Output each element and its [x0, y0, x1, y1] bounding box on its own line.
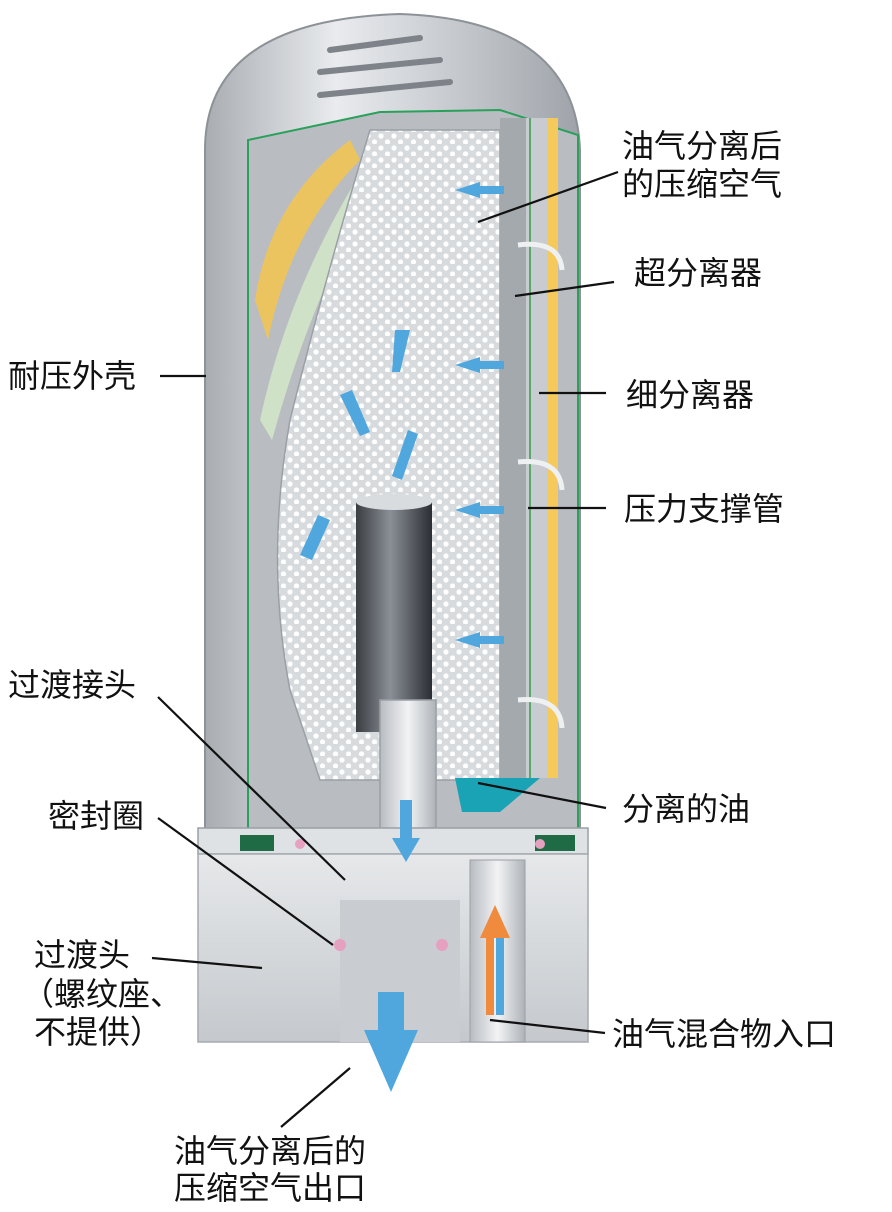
label-separated-oil: 分离的油: [622, 790, 750, 828]
fine-separator-layer: [526, 118, 548, 778]
pressure-support-tube-layer: [500, 118, 526, 778]
separated-oil-tray: [455, 778, 540, 812]
seal-ring-dot-right: [436, 939, 448, 951]
label-super-separator: 超分离器: [634, 254, 762, 292]
leader-lines: [151, 170, 619, 1128]
center-tube-rim: [356, 494, 432, 510]
flow-arrows: [300, 182, 504, 648]
label-pressure-support-tube: 压力支撑管: [624, 490, 784, 528]
fine-layer-yellow: [548, 118, 558, 778]
label-transition-head-2: （螺纹座、: [22, 975, 182, 1013]
label-separated-air-2: 的压缩空气: [622, 165, 782, 203]
seal-ring-dot-left: [334, 939, 346, 951]
flange-seals: [240, 835, 575, 851]
center-tube: [356, 502, 432, 732]
label-mixture-inlet: 油气混合物入口: [612, 1015, 836, 1053]
label-pressure-shell: 耐压外壳: [8, 357, 136, 395]
label-fine-separator: 细分离器: [626, 376, 754, 414]
label-outlet-1: 油气分离后的: [174, 1132, 366, 1170]
label-transition-joint: 过渡接头: [8, 666, 136, 704]
outlet-arrows: [364, 800, 420, 1092]
edge-clips: [517, 241, 565, 729]
super-separator-media: [276, 129, 501, 781]
label-transition-head-1: 过渡头: [34, 936, 130, 974]
inner-swirl-yellow: [255, 140, 360, 340]
label-outlet-2: 压缩空气出口: [174, 1169, 366, 1207]
inlet-arrow: [480, 905, 510, 1015]
label-seal-ring: 密封圈: [48, 797, 144, 835]
label-separated-air-1: 油气分离后: [622, 127, 782, 165]
label-transition-head-3: 不提供）: [34, 1013, 162, 1051]
dome-ridges: [317, 35, 453, 98]
